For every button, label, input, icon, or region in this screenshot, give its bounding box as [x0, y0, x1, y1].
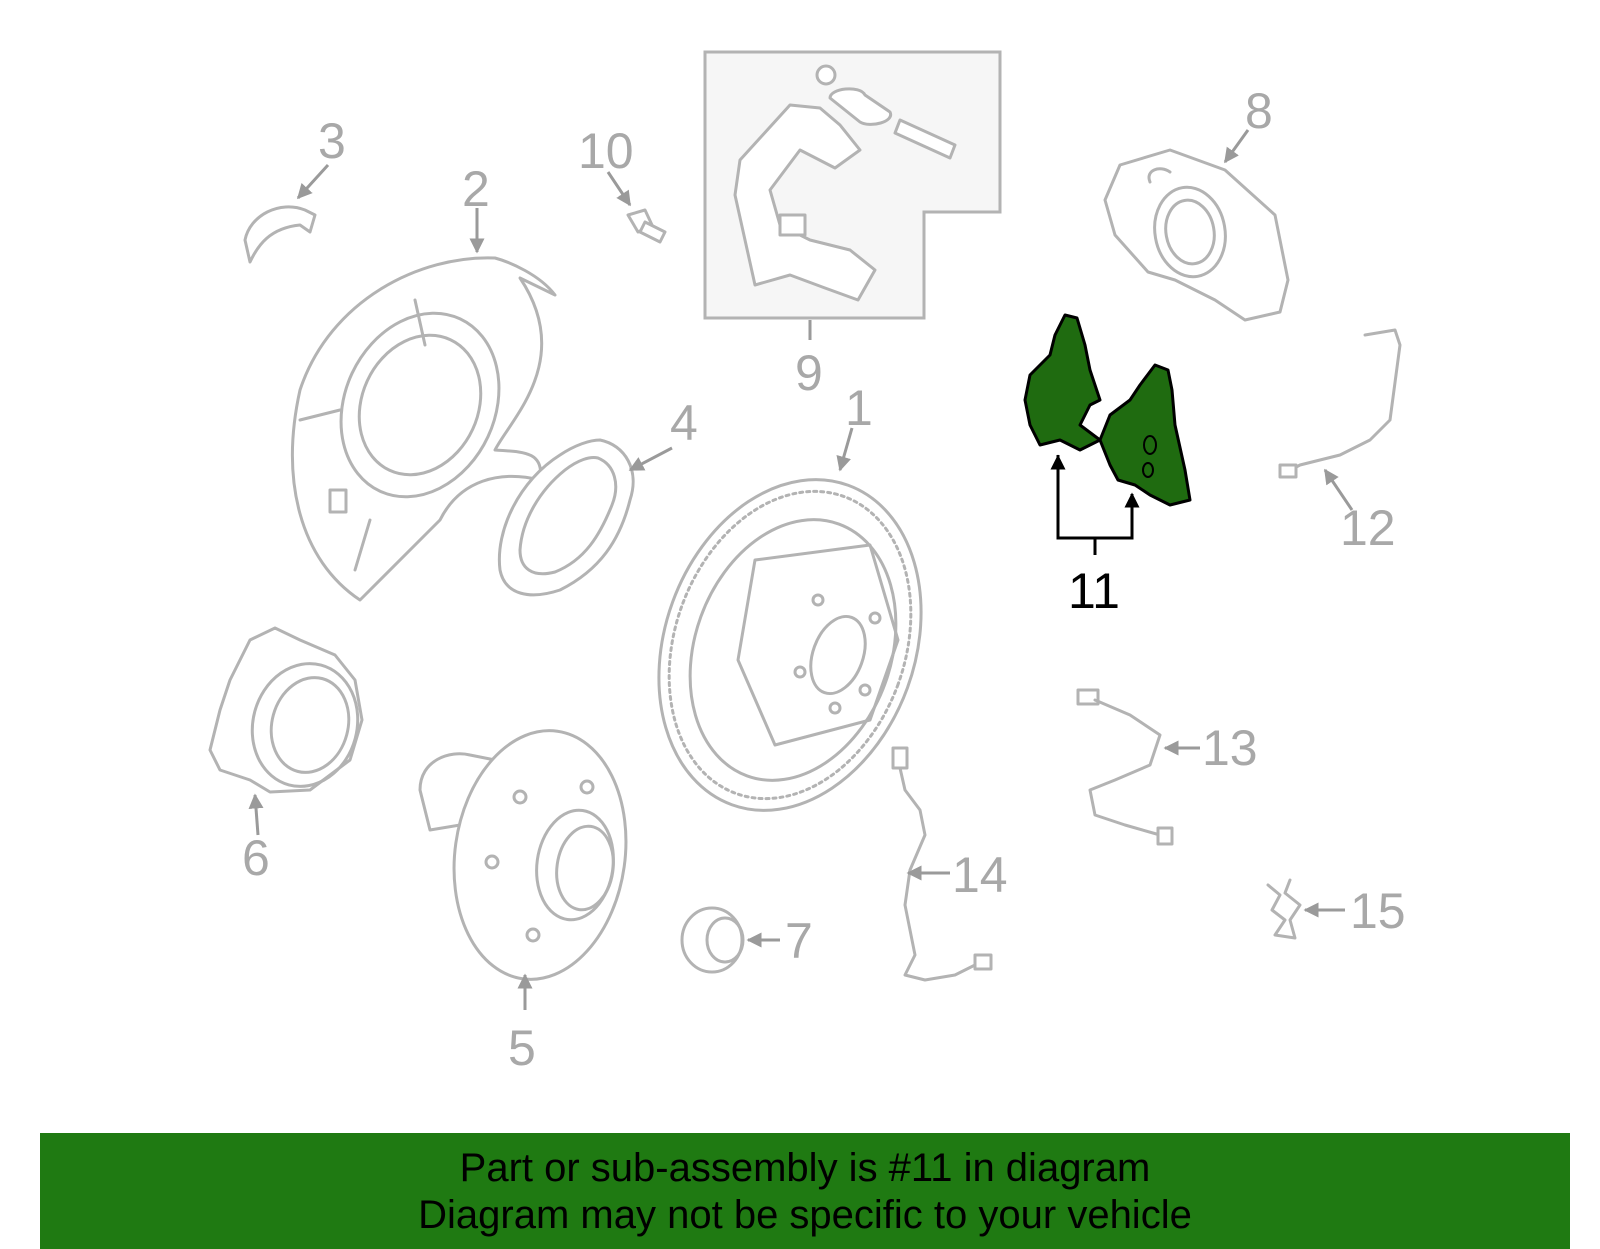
part-1-brake-rotor[interactable]	[614, 442, 965, 847]
callout-13: 13	[1163, 720, 1258, 776]
part-4-gasket[interactable]	[497, 438, 635, 597]
part-2-dust-shield[interactable]	[291, 256, 557, 602]
svg-text:15: 15	[1350, 883, 1406, 939]
part-6-wheel-bearing[interactable]	[208, 626, 371, 798]
callout-8: 8	[1223, 83, 1273, 164]
svg-text:4: 4	[670, 395, 698, 451]
callout-3: 3	[296, 113, 346, 200]
part-9-caliper-carrier[interactable]	[703, 50, 1002, 320]
part-3-clip[interactable]	[243, 205, 317, 264]
part-8-brake-caliper[interactable]	[1103, 148, 1290, 322]
svg-text:1: 1	[845, 380, 873, 436]
callout-4: 4	[628, 395, 698, 472]
callout-1: 1	[836, 380, 873, 472]
svg-text:5: 5	[508, 1020, 536, 1076]
part-12-wear-sensor[interactable]	[1278, 328, 1402, 479]
callout-14: 14	[906, 847, 1008, 903]
svg-text:3: 3	[318, 113, 346, 169]
svg-text:14: 14	[952, 847, 1008, 903]
svg-text:8: 8	[1245, 83, 1273, 139]
callout-9: 9	[795, 320, 823, 401]
callout-15: 15	[1303, 883, 1406, 939]
callout-11: 11	[1050, 454, 1140, 619]
callout-7: 7	[746, 913, 813, 969]
part-11-brake-pads[interactable]	[1023, 313, 1192, 507]
banner-line-2: Diagram may not be specific to your vehi…	[418, 1193, 1192, 1237]
callout-2: 2	[462, 161, 490, 254]
info-banner: Part or sub-assembly is #11 in diagram D…	[40, 1133, 1570, 1249]
banner-line-1: Part or sub-assembly is #11 in diagram	[459, 1146, 1151, 1190]
svg-text:7: 7	[785, 913, 813, 969]
svg-text:11: 11	[1068, 563, 1120, 619]
part-14-abs-sensor[interactable]	[891, 746, 993, 982]
part-13-brake-hose[interactable]	[1076, 688, 1174, 846]
svg-text:9: 9	[795, 345, 823, 401]
callout-12: 12	[1323, 468, 1396, 556]
svg-text:6: 6	[242, 830, 270, 886]
svg-text:12: 12	[1340, 500, 1396, 556]
svg-text:13: 13	[1202, 720, 1258, 776]
callout-10: 10	[578, 123, 634, 207]
callout-6: 6	[242, 793, 270, 886]
part-10-bolt[interactable]	[626, 208, 667, 244]
part-7-axle-nut[interactable]	[680, 906, 745, 974]
part-5-wheel-hub[interactable]	[418, 719, 642, 990]
svg-text:2: 2	[462, 161, 490, 217]
callout-5: 5	[508, 973, 536, 1076]
svg-text:10: 10	[578, 123, 634, 179]
part-15-clip[interactable]	[1266, 878, 1302, 940]
